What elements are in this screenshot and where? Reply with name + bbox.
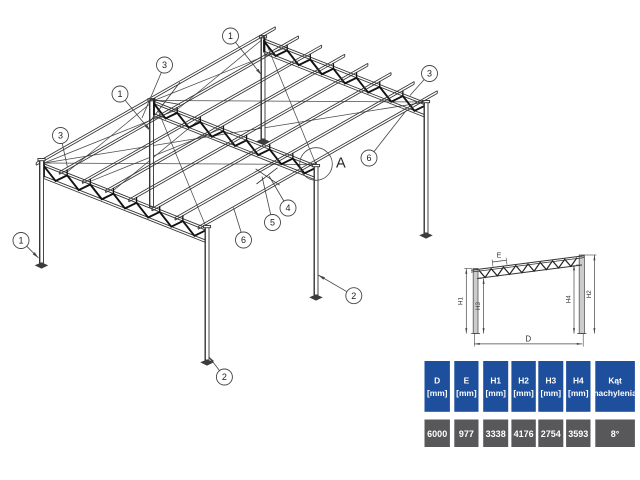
svg-text:1: 1 (117, 89, 122, 99)
svg-text:[mm]: [mm] (456, 388, 477, 398)
svg-text:[mm]: [mm] (568, 388, 589, 398)
svg-text:H1: H1 (458, 296, 465, 304)
svg-text:D: D (434, 375, 440, 385)
svg-text:1: 1 (18, 236, 23, 246)
svg-text:H4: H4 (573, 375, 584, 385)
svg-text:[mm]: [mm] (541, 388, 562, 398)
svg-text:[mm]: [mm] (485, 388, 506, 398)
svg-text:6000: 6000 (427, 429, 447, 439)
svg-text:5: 5 (270, 218, 275, 228)
svg-text:H1: H1 (490, 375, 501, 385)
svg-text:3: 3 (58, 131, 63, 141)
svg-text:3: 3 (162, 60, 167, 70)
svg-text:2754: 2754 (541, 429, 561, 439)
svg-text:E: E (497, 253, 502, 260)
svg-text:1: 1 (228, 31, 233, 41)
svg-text:4: 4 (285, 203, 290, 213)
svg-text:E: E (464, 375, 470, 385)
svg-text:3338: 3338 (486, 429, 506, 439)
svg-text:977: 977 (459, 429, 474, 439)
svg-text:6: 6 (241, 235, 246, 245)
svg-text:6: 6 (366, 153, 371, 163)
svg-text:3: 3 (427, 69, 432, 79)
svg-text:H3: H3 (545, 375, 556, 385)
svg-text:4176: 4176 (514, 429, 534, 439)
svg-text:H2: H2 (518, 375, 529, 385)
svg-text:H2: H2 (586, 290, 593, 298)
svg-text:2: 2 (222, 372, 227, 382)
svg-text:3593: 3593 (568, 429, 588, 439)
svg-text:[mm]: [mm] (427, 388, 448, 398)
svg-text:H4: H4 (565, 295, 572, 303)
svg-text:[mm]: [mm] (513, 388, 534, 398)
svg-text:nachylenia: nachylenia (593, 388, 637, 398)
svg-text:H3: H3 (475, 301, 482, 309)
svg-text:8°: 8° (611, 429, 620, 439)
svg-text:D: D (525, 334, 531, 343)
svg-text:A: A (336, 156, 346, 172)
svg-text:Kąt: Kąt (608, 375, 622, 385)
svg-text:2: 2 (351, 291, 356, 301)
